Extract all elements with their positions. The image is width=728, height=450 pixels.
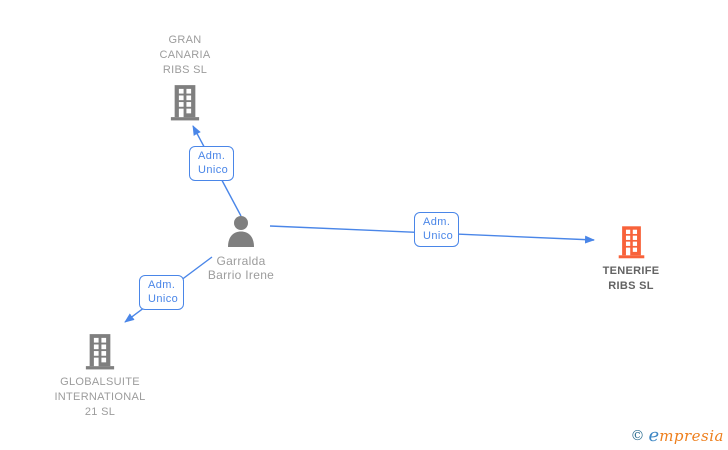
company-name-line: INTERNATIONAL — [54, 391, 146, 403]
relationship-label-adm-unico-gran-canaria: Adm. Unico — [189, 146, 234, 181]
relationship-label-adm-unico-globalsuite: Adm. Unico — [139, 275, 184, 310]
company-name-line: 21 SL — [84, 406, 116, 418]
company-name-line: CANARIA — [159, 49, 211, 61]
company-node-tenerife[interactable]: TENERIFE RIBS SL — [576, 226, 686, 294]
brand-logo-text: mpresia — [659, 427, 724, 445]
relationship-label-line: Adm. — [423, 216, 451, 228]
relationship-label-line: Unico — [423, 230, 454, 242]
company-name-line: RIBS SL — [608, 280, 654, 292]
company-name-tenerife: TENERIFE RIBS SL — [576, 264, 686, 294]
company-name-line: GRAN — [168, 34, 202, 46]
brand-logo-text: e — [648, 425, 660, 446]
company-name-gran-canaria: GRAN CANARIA RIBS SL — [130, 33, 240, 78]
person-icon — [227, 216, 255, 247]
building-icon — [617, 226, 646, 259]
relationship-label-line: Adm. — [148, 279, 176, 291]
relationship-label-line: Unico — [148, 293, 179, 305]
company-name-line: RIBS SL — [162, 64, 208, 76]
person-name: Garralda Barrio Irene — [179, 254, 303, 282]
relationship-label-adm-unico-tenerife: Adm. Unico — [414, 212, 459, 247]
building-icon — [84, 334, 116, 370]
company-node-gran-canaria[interactable]: GRAN CANARIA RIBS SL — [130, 33, 240, 121]
building-icon — [169, 85, 201, 121]
empresia-watermark: ©empresia — [631, 425, 724, 446]
company-name-globalsuite: GLOBALSUITE INTERNATIONAL 21 SL — [40, 375, 160, 420]
person-node-garralda-barrio-irene[interactable]: Garralda Barrio Irene — [179, 216, 303, 282]
person-name-line: Barrio Irene — [207, 268, 275, 282]
company-node-globalsuite[interactable]: GLOBALSUITE INTERNATIONAL 21 SL — [40, 334, 160, 420]
relationship-label-line: Adm. — [198, 150, 226, 162]
company-name-line: TENERIFE — [602, 265, 660, 277]
person-name-line: Garralda — [216, 254, 266, 268]
copyright-symbol: © — [630, 428, 645, 444]
relationship-label-line: Unico — [198, 164, 229, 176]
company-name-line: GLOBALSUITE — [60, 376, 140, 388]
